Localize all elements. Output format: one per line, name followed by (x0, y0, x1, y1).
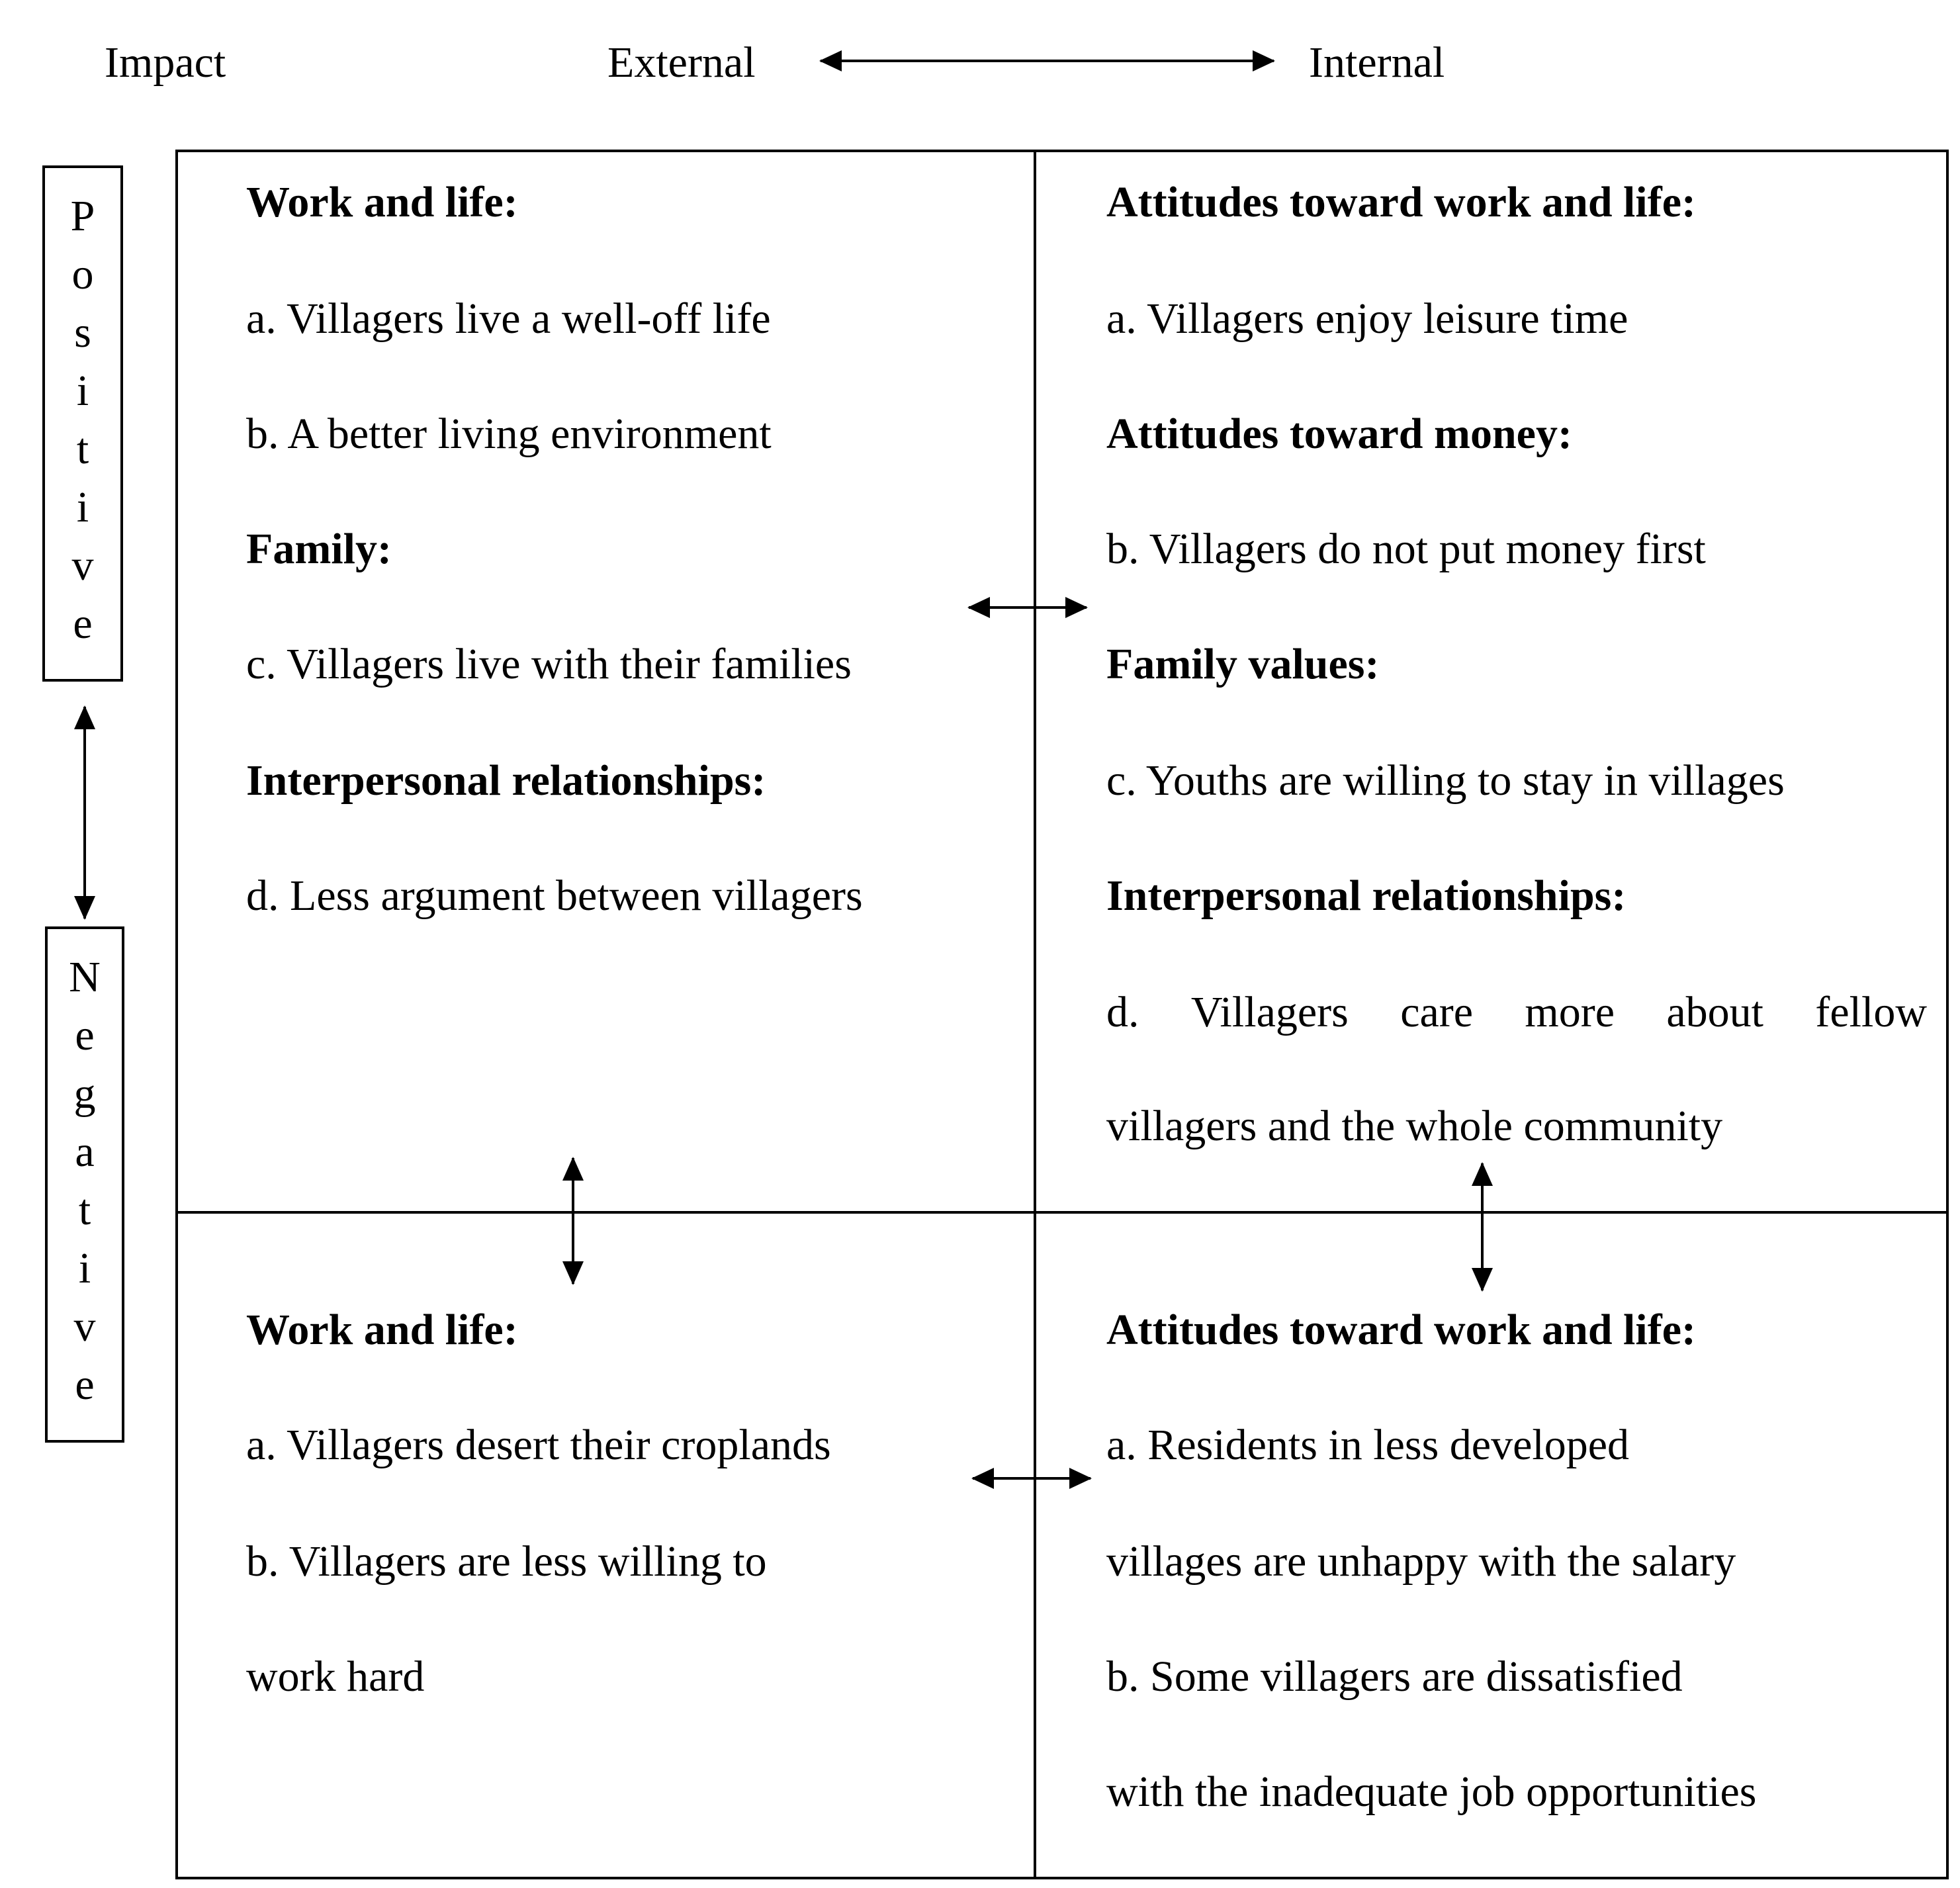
quadrant-heading: Interpersonal relationships: (1106, 872, 1626, 920)
negative-box: N e g a t i v e (45, 926, 124, 1443)
positive-letter: t (76, 425, 89, 473)
positive-letter: i (76, 367, 89, 415)
quadrant-item: a. Villagers desert their croplands (246, 1421, 831, 1469)
negative-letter: e (75, 1361, 95, 1409)
quadrant-item-word: more (1525, 988, 1615, 1036)
quadrant-item-word: care (1400, 988, 1474, 1036)
negative-letter: g (73, 1069, 96, 1118)
quadrant-item: d. Villagers care more about fellow (1106, 986, 1927, 1039)
bottom-horizontal-arrow (971, 1468, 1092, 1489)
quadrant-item: c. Villagers live with their families (246, 640, 852, 688)
quadrant-heading: Family: (246, 525, 392, 573)
positive-letter: o (71, 250, 94, 298)
quadrant-grid (175, 150, 1949, 1879)
quadrant-item-word: fellow (1815, 988, 1927, 1036)
quadrant-heading: Attitudes toward work and life: (1106, 1306, 1696, 1354)
external-internal-arrow (819, 50, 1275, 71)
internal-label: Internal (1309, 38, 1445, 87)
quadrant-item: villagers and the whole community (1106, 1102, 1723, 1150)
quadrant-item: villages are unhappy with the salary (1106, 1537, 1736, 1586)
grid-horizontal-divider (175, 1211, 1949, 1214)
negative-letter: N (69, 953, 101, 1001)
left-vertical-arrow (562, 1157, 584, 1285)
negative-letter: i (78, 1244, 91, 1292)
quadrant-item: a. Residents in less developed (1106, 1421, 1630, 1469)
quadrant-heading: Family values: (1106, 640, 1380, 688)
negative-letter: t (78, 1186, 91, 1234)
positive-letter: i (76, 483, 89, 531)
negative-letter: e (75, 1011, 95, 1059)
impact-label: Impact (105, 38, 226, 87)
external-label: External (607, 38, 756, 87)
quadrant-item: a. Villagers live a well-off life (246, 294, 771, 343)
quadrant-heading: Attitudes toward money: (1106, 410, 1572, 458)
quadrant-heading: Work and life: (246, 1306, 518, 1354)
quadrant-item: b. Some villagers are dissatisfied (1106, 1652, 1683, 1701)
positive-letter: s (74, 308, 91, 357)
quadrant-item: b. Villagers do not put money first (1106, 525, 1706, 573)
quadrant-item-word: Villagers (1190, 988, 1349, 1036)
positive-letter: e (73, 600, 93, 648)
quadrant-item: work hard (246, 1652, 425, 1701)
quadrant-item: a. Villagers enjoy leisure time (1106, 294, 1628, 343)
quadrant-item-word: d. (1106, 988, 1139, 1036)
top-horizontal-arrow (967, 597, 1088, 618)
positive-letter: v (71, 541, 94, 590)
quadrant-item: b. Villagers are less willing to (246, 1537, 767, 1586)
positive-box: P o s i t i v e (42, 165, 123, 682)
quadrant-item: d. Less argument between villagers (246, 872, 863, 920)
positive-negative-arrow (74, 705, 95, 920)
negative-letter: v (73, 1302, 96, 1351)
quadrant-heading: Attitudes toward work and life: (1106, 178, 1696, 226)
positive-letter: P (70, 192, 95, 240)
grid-vertical-divider (1034, 150, 1036, 1879)
quadrant-item: c. Youths are willing to stay in village… (1106, 756, 1785, 805)
quadrant-item: with the inadequate job opportunities (1106, 1768, 1757, 1816)
quadrant-heading: Work and life: (246, 178, 518, 226)
negative-letter: a (75, 1128, 95, 1176)
quadrant-item-word: about (1666, 988, 1764, 1036)
right-vertical-arrow (1472, 1162, 1493, 1292)
quadrant-item: b. A better living environment (246, 410, 772, 458)
quadrant-heading: Interpersonal relationships: (246, 756, 766, 805)
